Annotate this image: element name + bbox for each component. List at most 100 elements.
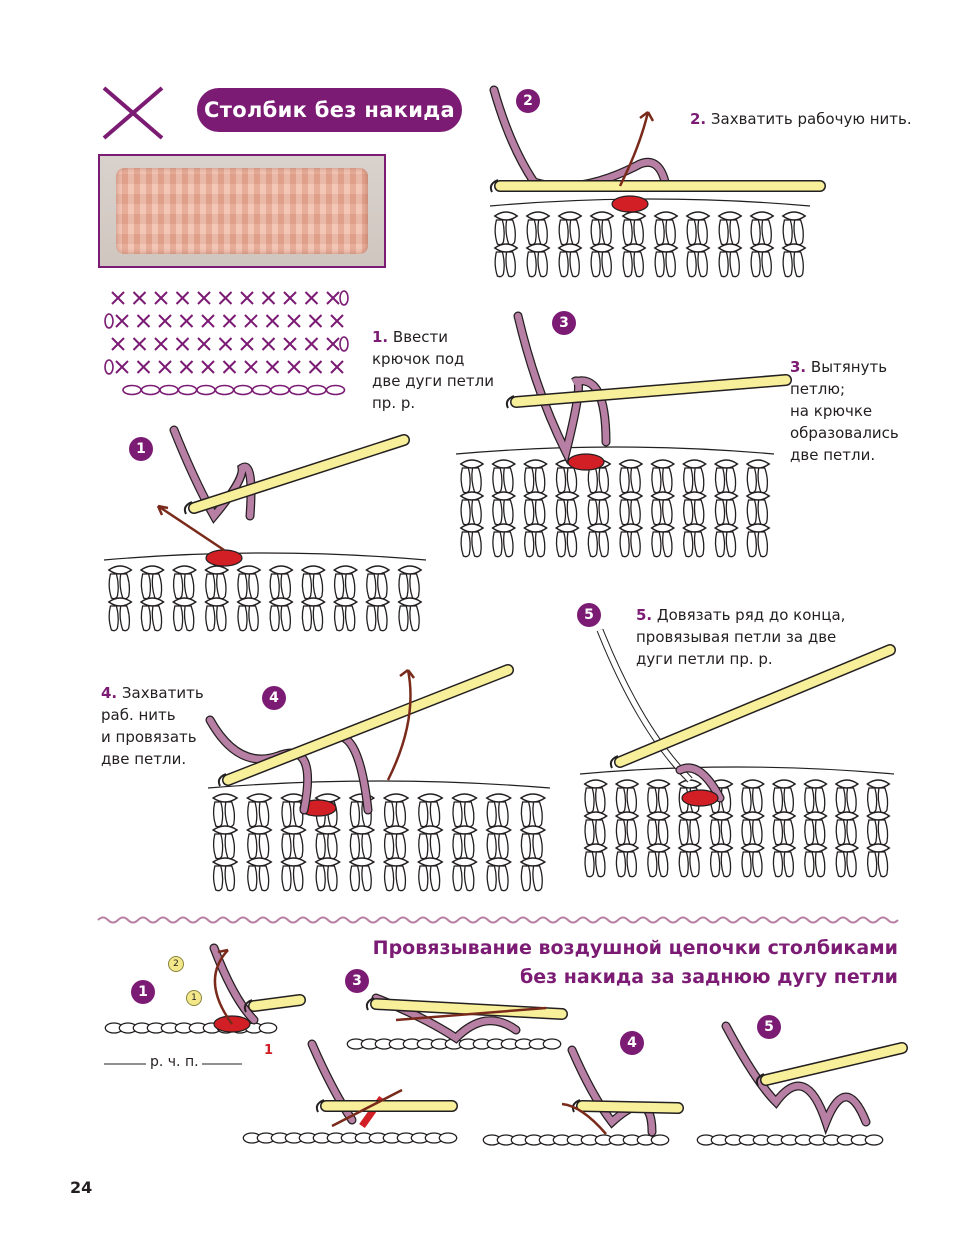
stitch-post (301, 605, 324, 632)
step-arrow (395, 1006, 547, 1022)
crochet-chart-diagram (104, 290, 349, 396)
stitch-top (677, 779, 703, 789)
chain-symbol (251, 384, 272, 396)
chain-step-2-illustration (242, 1039, 458, 1144)
stitch-top (653, 243, 679, 253)
stitch-top (557, 243, 583, 253)
stitch-post (746, 467, 769, 494)
stitch-top (485, 825, 512, 835)
sc-symbol (218, 337, 233, 351)
chain-link (438, 1132, 458, 1144)
stitch-post (237, 573, 259, 600)
stitch-top (749, 243, 775, 253)
stitch-post (301, 573, 324, 600)
page-title: Столбик без накида (197, 88, 462, 132)
crochet-hook-tip (183, 501, 193, 515)
stitch-top (397, 597, 423, 607)
stitch-top (417, 793, 444, 803)
stitch-top (709, 843, 734, 853)
stitch-post (108, 605, 131, 632)
crochet-hook-tip (243, 999, 253, 1013)
stitch-post (108, 573, 131, 600)
stitch-top (771, 811, 797, 821)
sc-symbol (283, 337, 297, 351)
step-4-badge: 4 (262, 686, 286, 710)
crochet-hook-tip (609, 755, 619, 769)
top-row-edge (207, 780, 551, 789)
stitch-top (523, 523, 548, 533)
stitch-post (520, 801, 543, 828)
stitch-post (619, 531, 641, 558)
crochet-hook-tip (489, 179, 499, 193)
chain-step-4-badge: 4 (620, 1031, 644, 1055)
sc-symbol (244, 360, 258, 374)
stitch-top (204, 565, 230, 575)
stitch-post (247, 801, 270, 828)
stitch-top (333, 597, 358, 607)
crochet-swatch-image (116, 168, 368, 254)
sc-symbol (179, 360, 194, 374)
stitch-post (746, 499, 769, 526)
stitch-post (315, 865, 338, 892)
chain-step-1-badge: 1 (131, 980, 155, 1004)
sc-symbol (261, 291, 276, 305)
stitch-top (268, 597, 294, 607)
stitch-top (646, 843, 671, 853)
stitch-post (651, 467, 673, 494)
stitch-post (647, 819, 669, 846)
chain-step-5-illustration (696, 1021, 908, 1146)
stitch-post (383, 865, 407, 892)
stitch-top (740, 843, 765, 853)
stitch-top (172, 565, 197, 575)
stitch-top (451, 857, 478, 867)
sc-symbol (330, 360, 344, 374)
stitch-post (140, 605, 163, 632)
sc-symbol (265, 360, 280, 374)
stitch-post (398, 605, 420, 632)
stitch-post (678, 819, 700, 846)
crochet-hook (761, 1043, 907, 1085)
stitch-post (418, 833, 441, 860)
step-5-caption: 5. Довязать ряд до конца, провязывая пет… (636, 606, 846, 668)
stitch-post (269, 605, 292, 632)
stitch-post (333, 573, 356, 600)
stitch-post (418, 865, 441, 892)
sc-symbol (111, 291, 125, 305)
chain-label: р. ч. п. (150, 1054, 199, 1070)
swatch-photo (98, 154, 386, 268)
sc-symbol (175, 291, 190, 305)
stitch-top (717, 243, 743, 253)
stitch-top (621, 243, 647, 253)
stitch-post (492, 467, 514, 494)
stitch-post (683, 467, 705, 494)
stitch-top (525, 243, 551, 253)
sc-symbol (218, 291, 233, 305)
stitch-post (247, 865, 270, 892)
stitch-post (237, 605, 259, 632)
stitch-post (718, 219, 740, 246)
stitch-post (741, 851, 763, 878)
stitch-top (485, 793, 512, 803)
stitch-top (614, 811, 640, 821)
stitch-post (366, 605, 388, 632)
stitch-post (772, 851, 795, 878)
stitch-post (835, 787, 857, 814)
stitch-top (246, 825, 273, 835)
stitch-top (382, 793, 410, 803)
crochet-hook (577, 1101, 683, 1113)
stitch-post (746, 531, 769, 558)
stitch-post (140, 573, 163, 600)
step-4-illustration (205, 664, 551, 892)
stitch-top (314, 825, 341, 835)
turning-chain-symbol (104, 359, 114, 375)
stitch-post (333, 605, 356, 632)
stitch-post (866, 787, 889, 814)
stitch-post (750, 219, 772, 246)
working-yarn (568, 1046, 656, 1136)
sc-symbol (132, 337, 147, 351)
step-5-illustration (579, 628, 896, 878)
step-arrow (331, 1088, 403, 1128)
stitch-top (491, 491, 517, 501)
stitch-post (526, 219, 548, 246)
stitch-top (745, 491, 771, 501)
